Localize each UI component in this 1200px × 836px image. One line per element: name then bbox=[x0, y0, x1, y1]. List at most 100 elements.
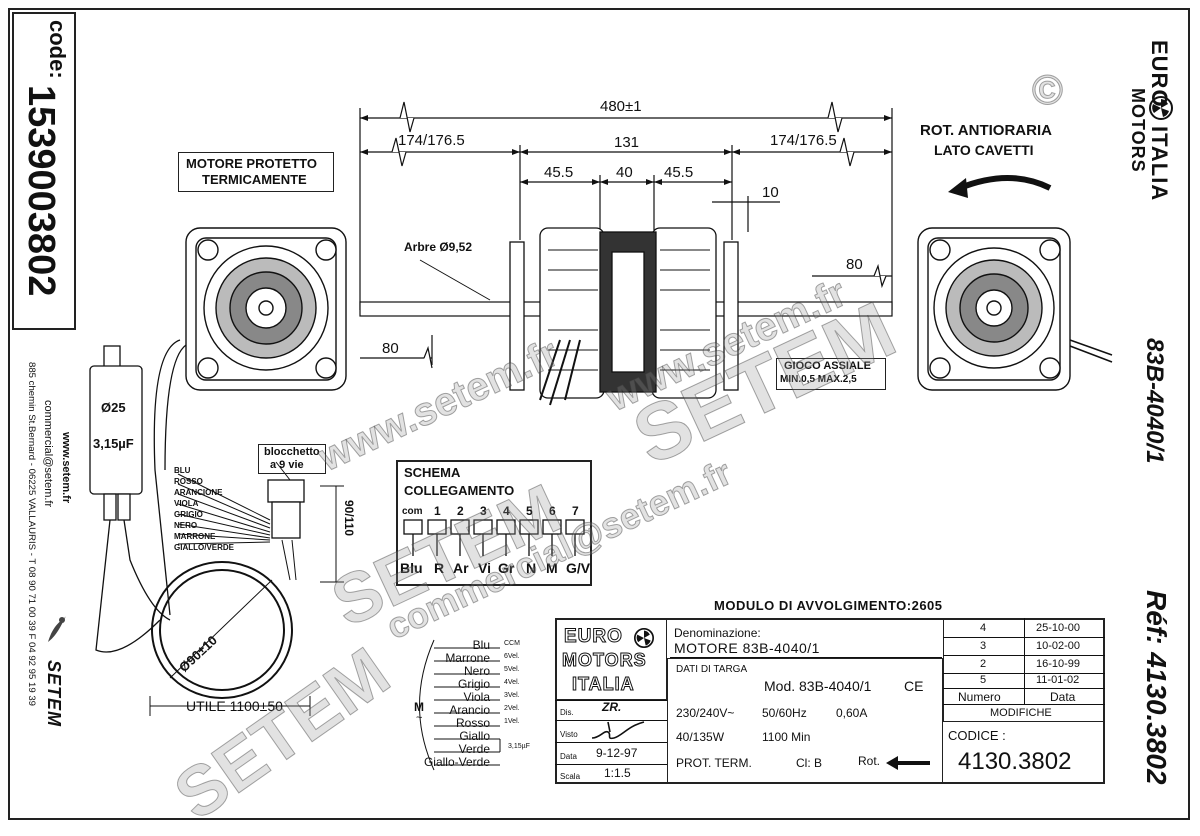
sign-row-dis bbox=[555, 700, 667, 721]
plate-ce: CE bbox=[904, 678, 924, 694]
axial-play-line2: MIN.0,5 MAX.2,5 bbox=[780, 374, 857, 385]
denom-label: Denominazione: bbox=[674, 626, 761, 640]
title-fan-icon bbox=[634, 628, 654, 648]
wire-color: BLU bbox=[174, 466, 191, 475]
schema-color: Vi bbox=[478, 560, 491, 576]
dim-overall: 480±1 bbox=[600, 98, 642, 115]
rev-modifiche: MODIFICHE bbox=[990, 707, 1052, 719]
rot-arrow-icon bbox=[886, 756, 930, 770]
rev-header-numero: Numero bbox=[958, 690, 1001, 704]
useful-length: UTILE 1100±50 bbox=[186, 698, 283, 714]
wiring-speed: 5Vel. bbox=[504, 666, 520, 673]
plate-prot: PROT. TERM. bbox=[676, 756, 752, 770]
schema-color: N bbox=[526, 560, 537, 576]
capacitor-capacitance: 3,15µF bbox=[93, 436, 134, 451]
schema-pin: 6 bbox=[549, 504, 556, 518]
wiring-color: Nero bbox=[463, 664, 490, 678]
rotation-line2: LATO CAVETTI bbox=[934, 142, 1034, 158]
schema-pin: 4 bbox=[503, 504, 510, 518]
schema-pin: 5 bbox=[526, 504, 533, 518]
dim-a: 45.5 bbox=[544, 164, 574, 181]
visto-label: Visto bbox=[560, 730, 578, 739]
shaft-label: Arbre Ø9,52 bbox=[404, 240, 473, 254]
winding-module: MODULO DI AVVOLGIMENTO:2605 bbox=[714, 598, 943, 613]
dis-value: ZR. bbox=[602, 700, 622, 714]
wire-color: MARRONE bbox=[174, 532, 216, 541]
dim-shaft-left: 80 bbox=[382, 340, 399, 357]
wiring-speed: 1Vel. bbox=[504, 718, 520, 725]
connection-schema bbox=[396, 460, 592, 586]
dim-shaft-right: 80 bbox=[846, 256, 863, 273]
motor-protected-line2: TERMICAMENTE bbox=[202, 172, 307, 187]
wire-color: GIALLO/VERDE bbox=[174, 543, 235, 552]
title-logo-motors: MOTORS bbox=[562, 650, 647, 671]
rev-header-data: Data bbox=[1050, 690, 1076, 704]
sign-row-scala bbox=[555, 764, 667, 785]
wire-color: ROSSO bbox=[174, 477, 203, 486]
wiring-speed: 3,15µF bbox=[508, 743, 530, 750]
dim-right: 174/176.5 bbox=[770, 132, 837, 149]
fan-logo-icon bbox=[1149, 96, 1173, 120]
plate-cell bbox=[667, 658, 943, 784]
schema-color: Blu bbox=[400, 560, 423, 576]
setem-logo-icon bbox=[44, 614, 68, 646]
wiring-color: Verde bbox=[458, 742, 490, 756]
plate-rot: Rot. bbox=[858, 754, 881, 768]
rev-date: 16-10-99 bbox=[1036, 658, 1081, 670]
codice-label: CODICE : bbox=[948, 728, 1006, 743]
drawing-frame bbox=[8, 8, 1190, 820]
rev-row-line bbox=[943, 655, 1105, 656]
wiring-speed: 4Vel. bbox=[504, 679, 520, 686]
rev-date: 10-02-00 bbox=[1036, 640, 1081, 652]
denom-value: MOTORE 83B-4040/1 bbox=[674, 640, 820, 656]
axial-play-box bbox=[776, 358, 886, 390]
codice-value: 4130.3802 bbox=[958, 748, 1072, 775]
data-value: 9-12-97 bbox=[596, 746, 638, 760]
scala-value: 1:1.5 bbox=[604, 766, 631, 780]
rev-col-divider bbox=[1024, 618, 1025, 704]
motor-ac-icon: ~ bbox=[416, 712, 423, 724]
schema-color: R bbox=[434, 560, 445, 576]
capacitor-diameter: Ø25 bbox=[101, 400, 126, 415]
wire-color: VIOLA bbox=[174, 499, 199, 508]
motor-protected-line1: MOTORE PROTETTO bbox=[186, 156, 317, 171]
sign-row-visto bbox=[555, 720, 667, 743]
block-label-box bbox=[258, 444, 326, 474]
sign-row-data bbox=[555, 742, 667, 765]
plate-current: 0,60A bbox=[836, 706, 868, 720]
rev-date: 25-10-00 bbox=[1036, 622, 1081, 634]
dim-b: 40 bbox=[616, 164, 633, 181]
rev-number: 5 bbox=[980, 674, 987, 686]
wiring-speed: CCM bbox=[504, 640, 520, 647]
wiring-speed: 6Vel. bbox=[504, 653, 520, 660]
scala-label: Scala bbox=[560, 772, 581, 781]
schema-terminals bbox=[403, 519, 585, 556]
wiring-color: Grigio bbox=[457, 677, 490, 691]
dim-left: 174/176.5 bbox=[398, 132, 465, 149]
plate-label: DATI DI TARGA bbox=[676, 664, 748, 675]
wiring-color: Rosso bbox=[455, 716, 490, 730]
plate-model: Mod. 83B-4040/1 bbox=[764, 678, 872, 694]
schema-pin: com bbox=[402, 506, 423, 517]
rev-row-line bbox=[943, 688, 1105, 689]
plate-voltage: 230/240V~ bbox=[676, 706, 735, 720]
rev-number: 3 bbox=[980, 640, 987, 652]
motor-symbol: M bbox=[414, 700, 424, 714]
wiring-color: Blu bbox=[472, 638, 490, 652]
schema-color: Ar bbox=[453, 560, 469, 576]
schema-color: G/V bbox=[566, 560, 591, 576]
schema-title2: COLLEGAMENTO bbox=[404, 483, 515, 498]
rev-number: 2 bbox=[980, 658, 987, 670]
motor-protected-box bbox=[178, 152, 334, 192]
plate-power: 40/135W bbox=[676, 730, 725, 744]
schema-pin: 7 bbox=[572, 504, 579, 518]
wire-color: GRIGIO bbox=[174, 510, 203, 519]
wiring-color: Viola bbox=[463, 690, 490, 704]
denom-underline bbox=[670, 657, 942, 658]
visto-signature-icon bbox=[588, 716, 652, 742]
wiring-speed: 3Vel. bbox=[504, 692, 520, 699]
plate-rpm: 1100 Min bbox=[762, 730, 811, 744]
title-logo-cell bbox=[555, 618, 667, 700]
wiring-color: Marrone bbox=[445, 651, 490, 665]
